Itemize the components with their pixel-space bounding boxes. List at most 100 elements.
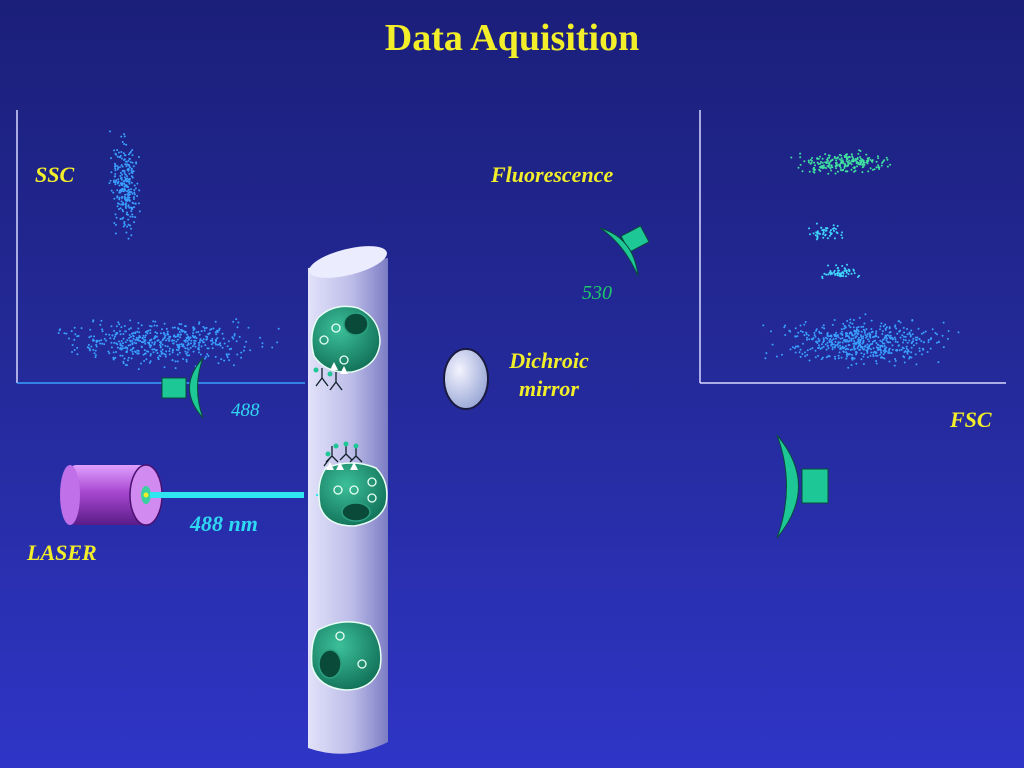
scatter-dot (140, 324, 143, 327)
scatter-dot (908, 357, 911, 360)
scatter-dot (115, 332, 118, 335)
scatter-dot (201, 339, 204, 342)
laser-beam (150, 492, 304, 498)
scatter-dot (210, 343, 213, 346)
scatter-dot (826, 344, 829, 347)
scatter-dot (826, 341, 829, 344)
dichroic-mirror-label-line1: Dichroic (509, 348, 589, 373)
scatter-dot (138, 210, 141, 213)
scatter-dot (891, 344, 894, 347)
scatter-dot (216, 329, 219, 332)
scatter-dot (127, 356, 130, 359)
scatter-dot (838, 351, 841, 354)
scatter-dot (271, 346, 274, 349)
scatter-dot (854, 169, 857, 172)
scatter-dot (130, 167, 133, 170)
scatter-dot (130, 150, 132, 153)
scatter-dot (865, 159, 868, 162)
scatter-dot (142, 338, 145, 341)
scatter-dot (138, 331, 141, 334)
scatter-dot (124, 178, 127, 181)
scatter-dot (127, 344, 130, 347)
scatter-dot (152, 320, 155, 323)
scatter-dot (827, 264, 829, 267)
scatter-dot (910, 346, 913, 349)
scatter-dot (147, 342, 150, 345)
scatter-dot (219, 342, 222, 345)
scatter-dot (73, 349, 76, 351)
scatter-dot (844, 338, 846, 341)
dichroic-mirror-label-line2: mirror (519, 376, 579, 401)
scatter-dot (861, 171, 864, 174)
scatter-dot (888, 347, 891, 350)
scatter-dot (854, 333, 857, 335)
scatter-dot (877, 347, 880, 350)
scatter-dot (140, 362, 142, 365)
scatter-dot (902, 338, 905, 341)
scatter-dot (120, 135, 123, 138)
scatter-dot (112, 191, 115, 194)
scatter-dot (121, 173, 123, 176)
scatter-dot (855, 328, 858, 331)
scatter-dot (149, 354, 152, 357)
scatter-dot (203, 327, 206, 330)
scatter-dot (808, 227, 811, 230)
scatter-dot (877, 348, 880, 351)
scatter-dot (885, 326, 888, 329)
scatter-dot (822, 233, 824, 236)
scatter-dot (160, 350, 163, 353)
scatter-dot (840, 328, 843, 331)
scatter-dot (101, 330, 104, 333)
scatter-dot (835, 264, 838, 267)
scatter-dot (114, 173, 117, 175)
scatter-dot (850, 272, 853, 275)
scatter-dot (127, 178, 130, 181)
scatter-dot (217, 329, 220, 332)
scatter-dot (184, 339, 187, 341)
scatter-dot (120, 200, 123, 203)
scatter-dot (820, 358, 823, 361)
scatter-dot (833, 319, 836, 321)
scatter-dot (127, 189, 130, 192)
scatter-dot (131, 213, 134, 216)
scatter-dot (235, 318, 238, 321)
scatter-dot (182, 345, 185, 348)
scatter-dot (826, 237, 829, 240)
scatter-dot (829, 231, 832, 234)
scatter-dot (851, 322, 854, 325)
scatter-dot (862, 165, 865, 168)
scatter-dot (869, 343, 872, 346)
scatter-dot (866, 335, 869, 338)
scatter-dot (803, 334, 806, 337)
scatter-dot (856, 165, 858, 168)
scatter-dot (807, 334, 810, 337)
scatter-dot (123, 143, 126, 145)
scatter-dot (73, 338, 76, 341)
scatter-dot (135, 161, 138, 164)
scatter-dot (856, 158, 859, 161)
scatter-dot (850, 153, 853, 156)
scatter-dot (150, 344, 153, 347)
scatter-dot (850, 338, 853, 341)
scatter-dot (838, 163, 841, 166)
detector-icon (161, 357, 204, 419)
scatter-dot (113, 181, 115, 184)
scatter-dot (80, 327, 83, 330)
scatter-dot (839, 332, 842, 335)
scatter-dot (880, 340, 883, 343)
scatter-dot (132, 337, 135, 340)
scatter-dot (126, 347, 129, 350)
scatter-dot (896, 332, 899, 335)
scatter-dot (191, 334, 194, 337)
scatter-dot (115, 325, 118, 328)
scatter-dot (935, 341, 938, 344)
scatter-dot (847, 156, 850, 159)
scatter-dot (168, 339, 171, 342)
page-title: Data Aquisition (384, 17, 640, 59)
scatter-dot (207, 347, 210, 350)
scatter-dot (882, 160, 885, 163)
scatter-dot (90, 335, 93, 338)
scatter-dot (859, 156, 861, 158)
scatter-dot (839, 169, 842, 171)
